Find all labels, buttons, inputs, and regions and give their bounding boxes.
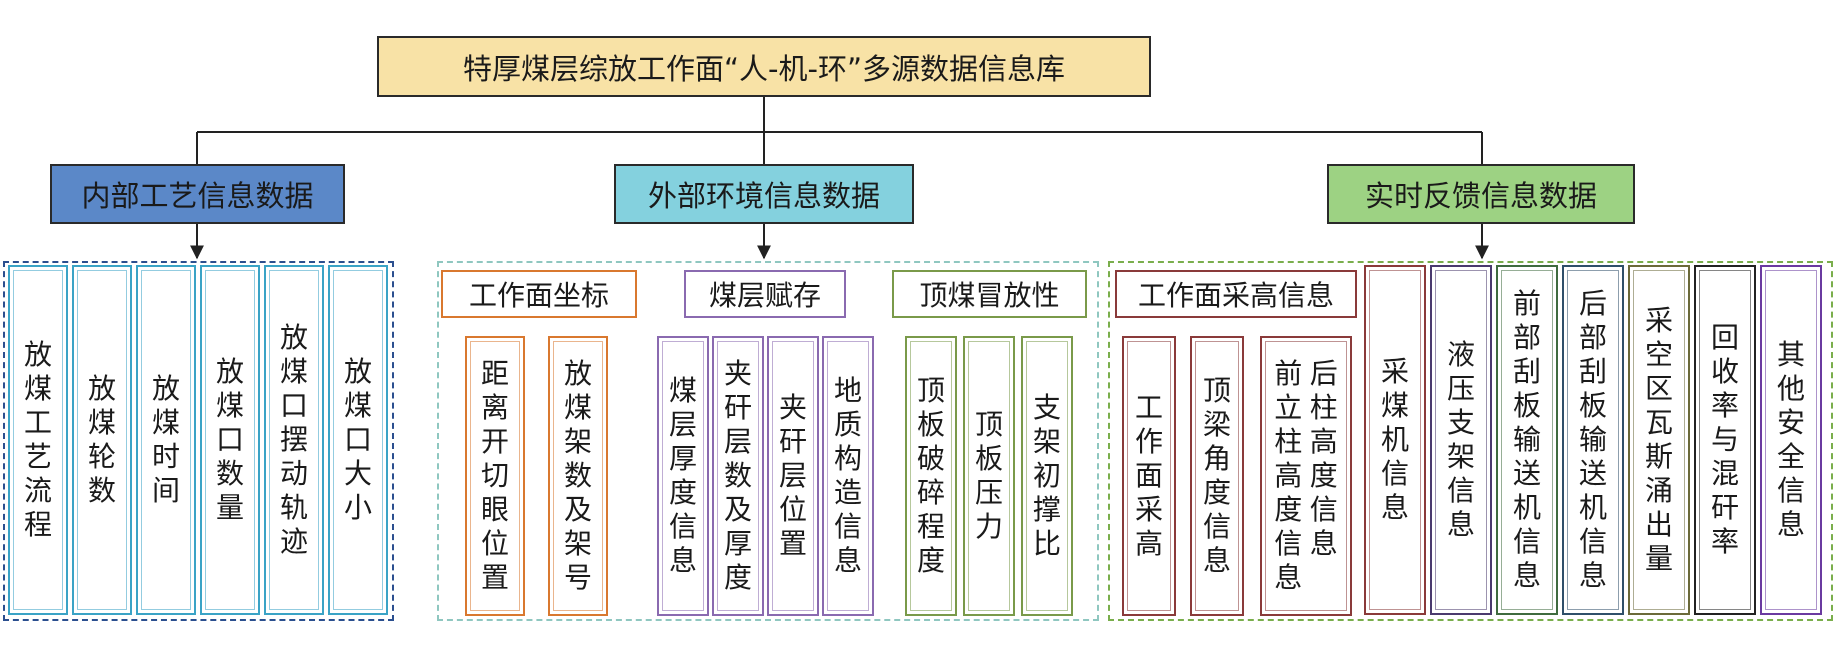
leaf-caving-2: 顶板压力 [963, 336, 1015, 616]
leaf-label: 放煤工艺流程 [23, 338, 52, 541]
leaf-internal-1: 放煤工艺流程 [8, 265, 68, 615]
leaf-height-pair: 后柱高度信息 前立柱高度信息 [1274, 357, 1339, 595]
subgroup-coord-label: 工作面坐标 [468, 279, 609, 312]
leaf-label: 放煤架数及架号 [563, 357, 592, 594]
leaf-label: 后部刮板输送机信息 [1578, 287, 1607, 592]
leaf-realtime-5: 采空区瓦斯涌出量 [1628, 265, 1690, 615]
category-realtime: 实时反馈信息数据 [1327, 164, 1635, 224]
leaf-label: 距离开切眼位置 [480, 357, 509, 594]
leaf-label: 回收率与混矸率 [1710, 321, 1739, 558]
leaf-label: 其他安全信息 [1776, 338, 1805, 541]
leaf-seam-4: 地质构造信息 [822, 336, 874, 616]
subgroup-height: 工作面采高信息 [1115, 270, 1357, 318]
leaf-label: 顶板压力 [974, 408, 1003, 543]
subgroup-seam: 煤层赋存 [684, 270, 846, 318]
root-node: 特厚煤层综放工作面“人-机-环”多源数据信息库 [377, 36, 1151, 97]
leaf-height-1: 工作面采高 [1122, 336, 1176, 616]
leaf-coord-1: 距离开切眼位置 [465, 336, 525, 616]
leaf-label: 后柱高度信息 [1309, 357, 1338, 560]
leaf-label: 前部刮板输送机信息 [1512, 287, 1541, 592]
leaf-label: 地质构造信息 [833, 374, 862, 577]
category-internal: 内部工艺信息数据 [50, 164, 345, 224]
leaf-label: 放煤口大小 [343, 355, 372, 524]
leaf-realtime-1: 采煤机信息 [1364, 265, 1426, 615]
leaf-label: 煤层厚度信息 [668, 374, 697, 577]
leaf-label: 放煤口摆动轨迹 [279, 321, 308, 558]
leaf-label: 放煤口数量 [215, 355, 244, 524]
subgroup-caving: 顶煤冒放性 [892, 270, 1087, 318]
leaf-realtime-6: 回收率与混矸率 [1694, 265, 1756, 615]
leaf-internal-3: 放煤时间 [136, 265, 196, 615]
subgroup-caving-label: 顶煤冒放性 [919, 279, 1060, 312]
leaf-label: 液压支架信息 [1446, 338, 1475, 541]
leaf-label: 夹矸层数及厚度 [723, 357, 752, 594]
leaf-seam-2: 夹矸层数及厚度 [712, 336, 764, 616]
leaf-label: 顶梁角度信息 [1202, 374, 1231, 577]
leaf-label: 采煤机信息 [1380, 355, 1409, 524]
leaf-caving-1: 顶板破碎程度 [905, 336, 957, 616]
leaf-internal-4: 放煤口数量 [200, 265, 260, 615]
leaf-seam-1: 煤层厚度信息 [657, 336, 709, 616]
leaf-label: 夹矸层位置 [778, 391, 807, 560]
category-external: 外部环境信息数据 [614, 164, 914, 224]
leaf-realtime-7: 其他安全信息 [1760, 265, 1822, 615]
leaf-internal-2: 放煤轮数 [72, 265, 132, 615]
leaf-label: 放煤时间 [151, 372, 180, 507]
category-external-label: 外部环境信息数据 [647, 179, 880, 213]
leaf-label: 采空区瓦斯涌出量 [1644, 304, 1673, 575]
leaf-caving-3: 支架初撑比 [1021, 336, 1073, 616]
category-realtime-label: 实时反馈信息数据 [1364, 179, 1597, 213]
leaf-realtime-4: 后部刮板输送机信息 [1562, 265, 1624, 615]
leaf-internal-5: 放煤口摆动轨迹 [264, 265, 324, 615]
leaf-coord-2: 放煤架数及架号 [548, 336, 608, 616]
category-internal-label: 内部工艺信息数据 [81, 179, 314, 213]
subgroup-height-label: 工作面采高信息 [1137, 279, 1334, 312]
leaf-height-34: 后柱高度信息 前立柱高度信息 [1260, 336, 1352, 616]
group-external-frame [437, 261, 1099, 621]
leaf-label: 放煤轮数 [87, 372, 116, 507]
root-label: 特厚煤层综放工作面“人-机-环”多源数据信息库 [463, 51, 1065, 86]
leaf-label: 支架初撑比 [1032, 391, 1061, 560]
leaf-label: 工作面采高 [1134, 391, 1163, 560]
subgroup-coord: 工作面坐标 [441, 270, 637, 318]
leaf-height-2: 顶梁角度信息 [1190, 336, 1244, 616]
leaf-label: 顶板破碎程度 [916, 374, 945, 577]
leaf-realtime-3: 前部刮板输送机信息 [1496, 265, 1558, 615]
group-internal-frame [3, 261, 394, 621]
subgroup-seam-label: 煤层赋存 [708, 279, 821, 312]
leaf-realtime-2: 液压支架信息 [1430, 265, 1492, 615]
leaf-seam-3: 夹矸层位置 [767, 336, 819, 616]
leaf-label: 前立柱高度信息 [1274, 357, 1303, 594]
group-realtime-frame [1108, 261, 1833, 621]
leaf-internal-6: 放煤口大小 [328, 265, 388, 615]
